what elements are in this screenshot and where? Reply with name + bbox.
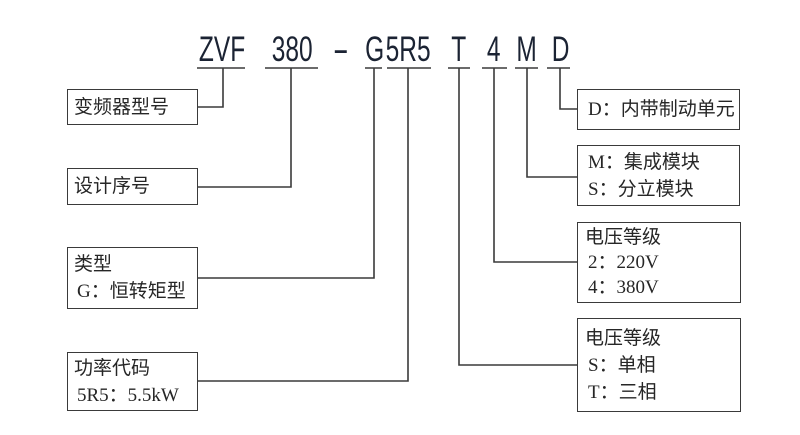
box-line: 电压等级 bbox=[585, 227, 662, 248]
box-design-number: 设计序号 bbox=[67, 168, 198, 205]
box-line: 变频器型号 bbox=[74, 96, 170, 118]
box-line: 类型 bbox=[74, 254, 113, 275]
box-line: T：三相 bbox=[588, 381, 657, 403]
box-line: 设计序号 bbox=[74, 176, 151, 197]
code-token-text: M bbox=[516, 30, 538, 69]
box-line: D：内带制动单元 bbox=[588, 99, 735, 120]
box-line: 5R5：5.5kW bbox=[77, 384, 179, 406]
code-token-text: 380 bbox=[271, 30, 313, 69]
box-line: 功率代码 bbox=[74, 357, 151, 379]
box-line: 2：220V bbox=[588, 252, 659, 273]
box-line: M：集成模块 bbox=[588, 151, 700, 173]
connector-voltage bbox=[493, 68, 577, 263]
box-line: G：恒转矩型 bbox=[77, 281, 186, 302]
connector-power bbox=[198, 68, 409, 382]
code-token-text: T bbox=[451, 30, 467, 69]
box-line: 4：380V bbox=[588, 277, 659, 298]
box-power-code: 功率代码 5R5：5.5kW bbox=[67, 352, 198, 411]
connector-brake bbox=[559, 68, 577, 110]
box-line: 电压等级 bbox=[585, 327, 662, 349]
box-brake-unit: D：内带制动单元 bbox=[577, 89, 740, 130]
box-voltage-level: 电压等级 2：220V 4：380V bbox=[577, 222, 741, 303]
code-token-text: - bbox=[332, 30, 350, 69]
code-token-text: 4 bbox=[487, 30, 501, 69]
box-model-type: 变频器型号 bbox=[67, 89, 198, 125]
connector-type bbox=[198, 68, 375, 279]
box-phase: 电压等级 S：单相 T：三相 bbox=[577, 318, 741, 412]
code-token-text: ZVF bbox=[198, 30, 246, 69]
connector-module bbox=[526, 68, 577, 178]
code-token-text: 5R5 bbox=[385, 30, 431, 69]
box-type: 类型 G：恒转矩型 bbox=[67, 247, 198, 309]
box-line: S：单相 bbox=[588, 354, 656, 376]
box-line: S：分立模块 bbox=[588, 178, 694, 200]
connector-series bbox=[198, 68, 224, 108]
connector-phase bbox=[458, 68, 577, 366]
connector-design bbox=[198, 68, 292, 188]
box-module: M：集成模块 S：分立模块 bbox=[577, 145, 740, 206]
code-token-text: G bbox=[365, 30, 385, 69]
code-token-text: D bbox=[552, 30, 570, 69]
